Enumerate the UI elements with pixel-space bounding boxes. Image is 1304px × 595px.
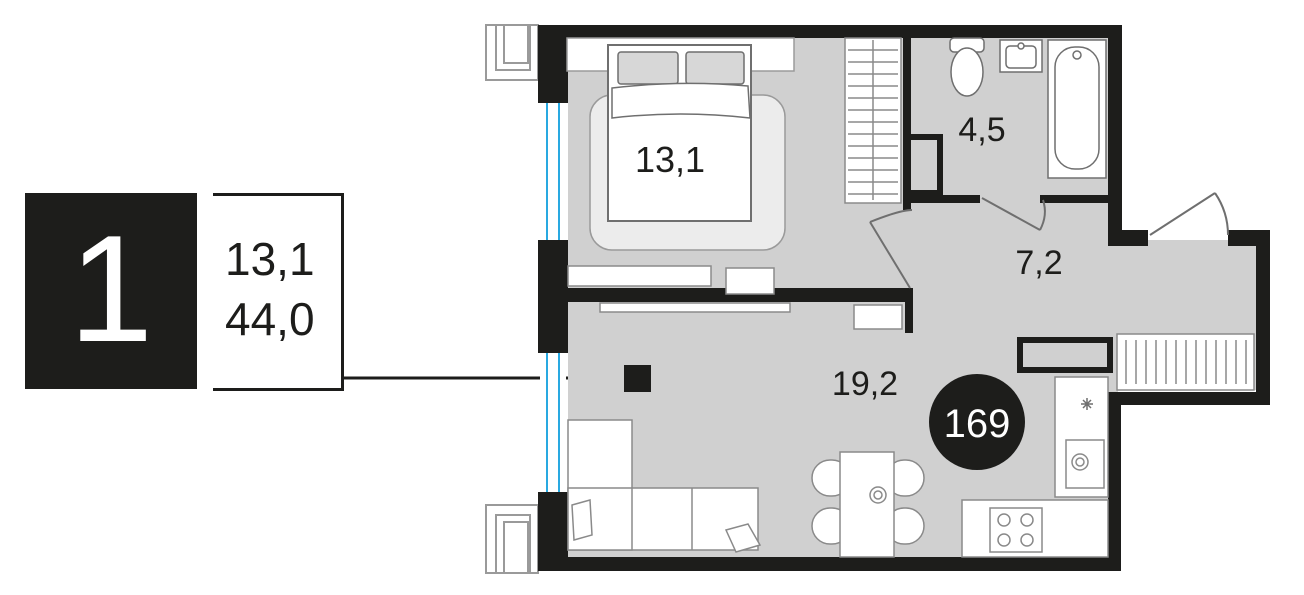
sink: [999, 39, 1043, 73]
total-area-value: 44,0: [225, 293, 315, 345]
bathtub: [1047, 39, 1107, 179]
walls: [538, 25, 1270, 571]
apartment-number: 169: [944, 402, 1011, 446]
bed: [566, 37, 795, 251]
window-living: [540, 353, 566, 492]
dining-table: [811, 451, 925, 558]
doors: [869, 192, 1229, 289]
sofa: [567, 419, 762, 553]
radiator: [1116, 333, 1255, 391]
room-area-living: 19,2: [832, 365, 898, 403]
room-area-bedroom: 13,1: [635, 139, 705, 180]
area-legend: 13,1 44,0: [213, 193, 344, 391]
living-area-value: 13,1: [225, 233, 315, 285]
rooms-count-badge: 1: [25, 193, 197, 389]
balcony-bottom: [485, 504, 539, 574]
apartment-number-badge: [929, 374, 1025, 470]
room-area-hallway: 7,2: [1015, 244, 1062, 282]
rooms-count: 1: [68, 204, 154, 374]
toilet: [949, 37, 985, 97]
window-bedroom: [540, 103, 566, 240]
room-area-bathroom: 4,5: [958, 111, 1005, 149]
apartment-marker: [624, 365, 651, 392]
desk-shelf: [567, 265, 903, 330]
kitchen-counter: [961, 376, 1109, 558]
balcony-top: [485, 24, 539, 81]
wardrobe: [844, 37, 902, 204]
